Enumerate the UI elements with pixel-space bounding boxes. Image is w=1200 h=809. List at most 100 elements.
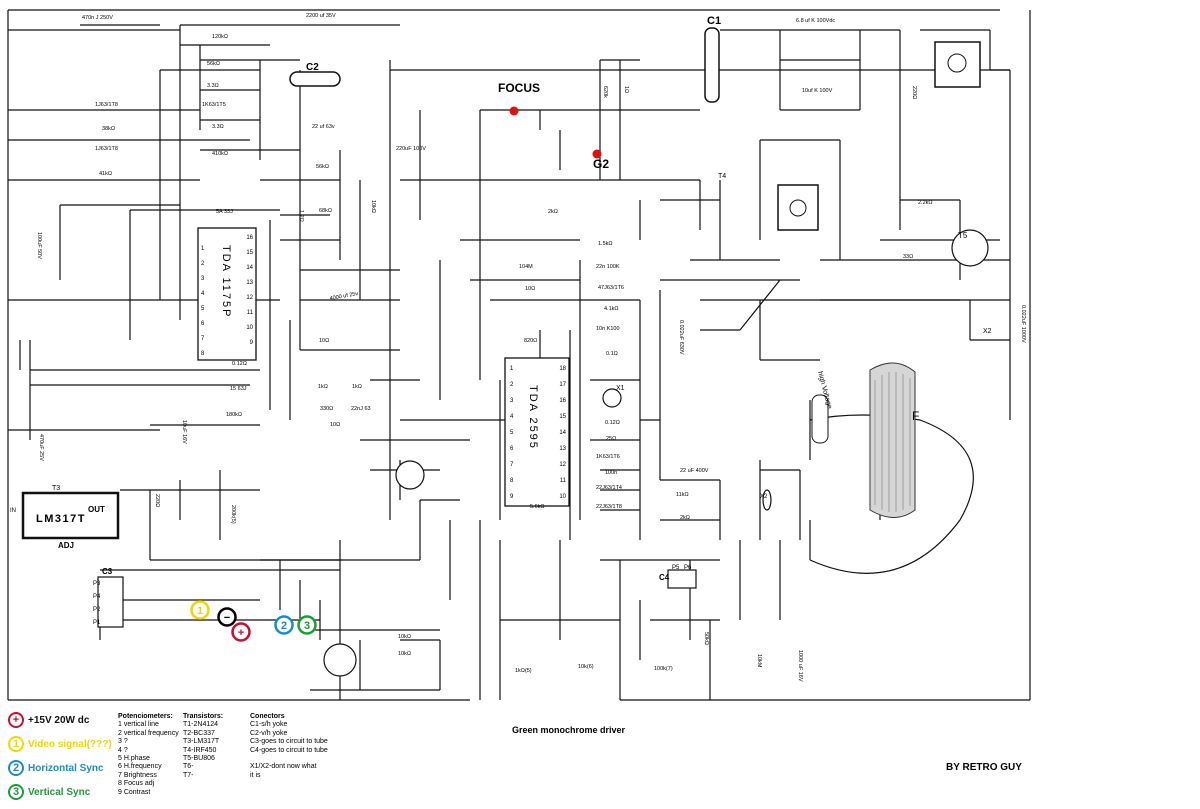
marker-circle (274, 615, 294, 635)
label-t5: T5 (958, 231, 968, 240)
label-t4: T4 (718, 173, 726, 180)
ic2-pin: 14 (559, 430, 566, 436)
legend-item: 9 Contrast (118, 788, 151, 796)
diagram-title: Green monochrome driver (512, 725, 626, 735)
c3-pin: P4 (93, 594, 101, 600)
marker-label: + (238, 627, 244, 639)
component-value: 4.1kΩ (604, 306, 619, 312)
component-value: 10Ω (319, 338, 329, 344)
component-value: 1J63/1T8 (95, 146, 118, 152)
ic2-pin: 18 (559, 366, 566, 372)
ic2-pin: 16 (559, 398, 566, 404)
marker-circle (217, 607, 237, 627)
legend-item: it is (250, 771, 261, 779)
power-legend-row: 2 Horizontal Sync (8, 760, 104, 776)
component-value: 10kΩ (398, 634, 411, 640)
legend-item: T7- (183, 771, 194, 779)
label-t3: T3 (52, 485, 60, 492)
transformer-core (789, 199, 807, 217)
component-value: 470uF 25V (38, 434, 44, 461)
component-value: 470n J 250V (82, 15, 113, 21)
component-value: 4000 uf 25v (329, 291, 359, 302)
component-value: 0.022uF 1000V (1020, 305, 1026, 343)
legend-item: C4-goes to circuit to tube (250, 746, 328, 754)
label-x1: X1 (616, 385, 625, 392)
legend-item: 3 ? (118, 738, 128, 746)
component-value: 10Ω (330, 422, 340, 428)
component-value: 1kΩ (318, 384, 328, 390)
marker-circle (231, 622, 251, 642)
ic2-pin: 6 (510, 446, 514, 452)
component-x2 (762, 489, 772, 511)
connector-c2 (289, 71, 341, 87)
legend-marker: 3 (8, 784, 24, 800)
marker-circle (297, 615, 317, 635)
component-value: 15 63J (230, 386, 247, 392)
ic2-pin: 9 (510, 494, 514, 500)
component-value: 1K63/1T5 (202, 102, 226, 108)
ic1-pin: 12 (246, 295, 253, 301)
label-p5: P5 (672, 565, 680, 571)
component-value: 6.8 uf K 100Vdc (796, 18, 835, 24)
ic1-pin: 10 (246, 325, 253, 331)
component-value: 1.5kΩ (598, 241, 613, 247)
component-value: 410kΩ (212, 151, 228, 157)
component-value: 1kΩ (352, 384, 362, 390)
component-value: 5.6kΩ (530, 504, 545, 510)
transistor-t5 (951, 229, 989, 267)
component-value: 2200 uf 35V (306, 13, 336, 19)
legend-item: T6- (183, 763, 194, 771)
legend-marker: + (8, 712, 24, 728)
component-value: 41kΩ (99, 171, 112, 177)
legend-item: 5 H.phase (118, 755, 150, 763)
label-c1: C1 (707, 15, 721, 27)
ic1-pin: 14 (246, 265, 253, 271)
ic1-pin: 2 (201, 261, 205, 267)
component-value: 330Ω (320, 406, 333, 412)
crt-tube (869, 362, 916, 518)
ic2-pin: 2 (510, 382, 514, 388)
regulator-lm317t (21, 491, 120, 540)
component-value: 38kΩ (102, 126, 115, 132)
component-value: 56kΩ (207, 61, 220, 67)
component-value: 620k (602, 86, 608, 98)
component-value: 3.3Ω (212, 124, 224, 130)
component-value: 1Ω (623, 86, 629, 93)
component-value: 11kΩ (676, 492, 689, 498)
legend-label: Horizontal Sync (28, 762, 104, 774)
component-value: 33Ω (903, 254, 913, 260)
ic2-pin: 4 (510, 414, 514, 420)
legend-item: T5-BU806 (183, 755, 215, 763)
label-lm317t: LM317T (36, 513, 86, 525)
label-reg-out: OUT (88, 505, 105, 514)
legend-item: 6 H.frequency (118, 763, 162, 771)
component-x1 (602, 388, 622, 408)
legend-marker: 2 (8, 760, 24, 776)
label-x2-b: X2 (760, 494, 768, 500)
legend-item: T3-LM317T (183, 738, 220, 746)
component-value: 10uF 16V (181, 420, 187, 444)
marker-label: 1 (197, 605, 203, 617)
component-value: 2.2kΩ (918, 200, 933, 206)
legend-label: Vertical Sync (28, 786, 91, 798)
ic2-pin: 12 (559, 462, 566, 468)
component-value: 47J63/1T6 (598, 285, 624, 291)
ic1-pin: 16 (246, 235, 253, 241)
legend-item (250, 755, 370, 763)
component-value: 2kΩ (680, 515, 690, 521)
marker-label: − (224, 612, 230, 624)
component-value: 1J63/1T8 (95, 102, 118, 108)
ic2-pin: 13 (559, 446, 566, 452)
marker-label: 2 (281, 620, 287, 632)
legend-item: C1-s/h yoke (250, 721, 288, 729)
connector-c3 (97, 576, 124, 628)
legend-item: X1/X2-dont now what (250, 763, 317, 771)
legend-item: T2-BC337 (183, 729, 215, 737)
ic2-pin: 11 (560, 478, 567, 484)
component-value: 1kΩ(5) (515, 668, 532, 674)
legend-item: 2 vertical frequency (118, 729, 179, 737)
